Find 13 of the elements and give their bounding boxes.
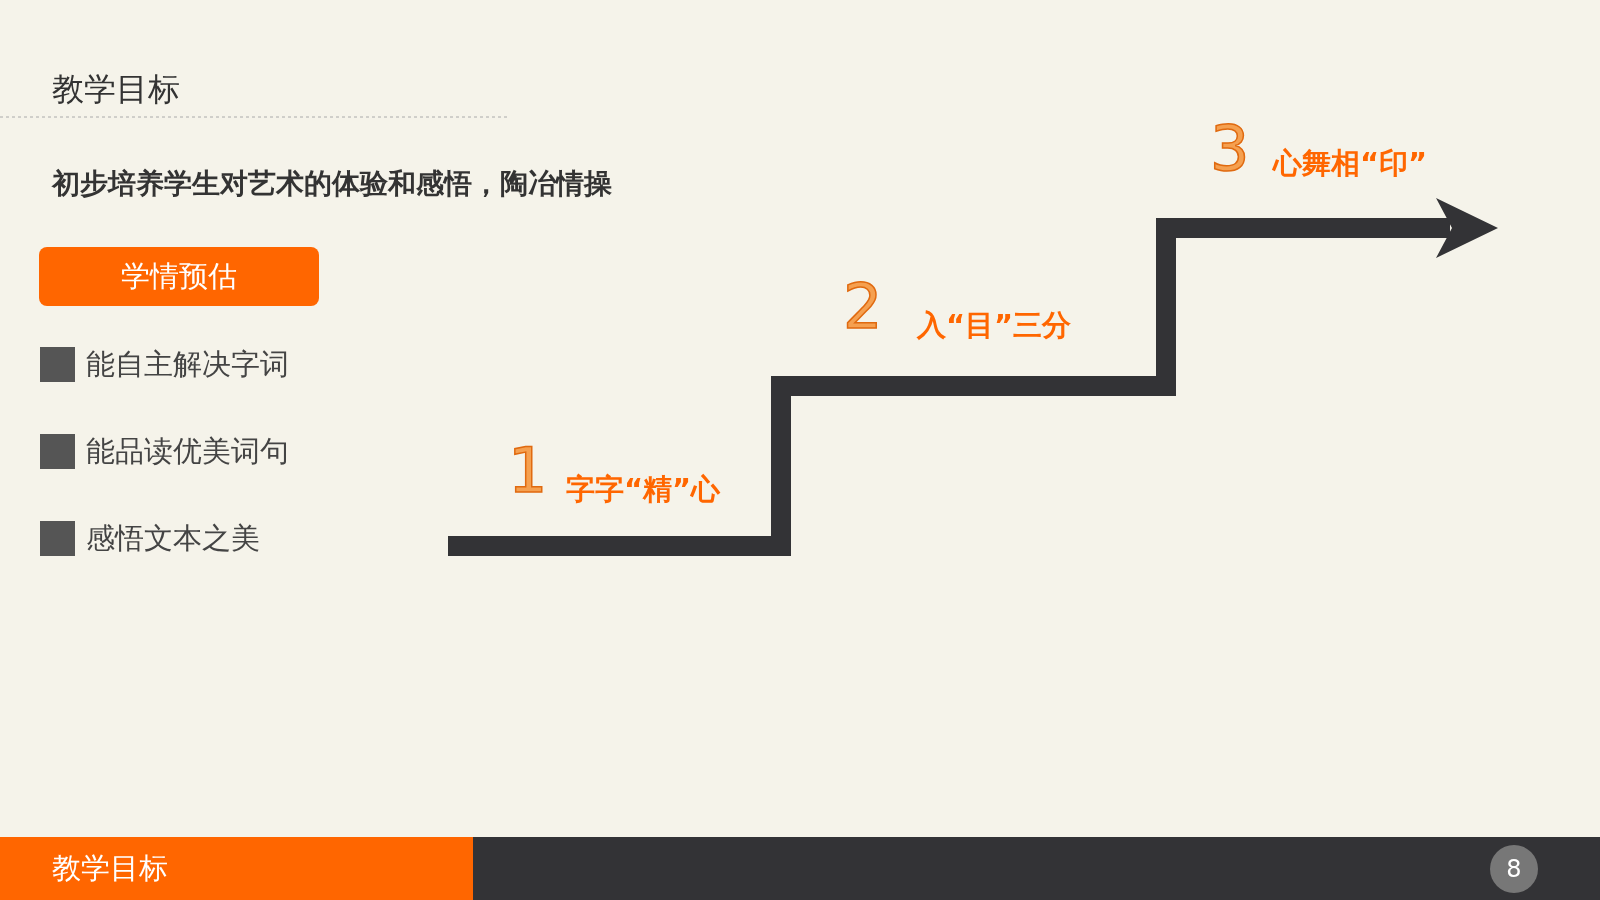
tag-button: 学情预估 (39, 247, 319, 306)
step-label: 字字“精”心 (566, 472, 721, 507)
step-label: 入“目”三分 (917, 308, 1072, 343)
bullet-text: 能自主解决字词 (86, 347, 289, 382)
bullet-text: 能品读优美词句 (86, 434, 289, 469)
step-label: 心舞相“印” (1273, 146, 1428, 181)
footer-tab: 教学目标 (0, 837, 473, 900)
bullet-text: 感悟文本之美 (86, 521, 260, 556)
subtitle: 初步培养学生对艺术的体验和感悟，陶冶情操 (52, 167, 612, 201)
step-number: 2 (843, 276, 883, 338)
step-number: 3 (1210, 118, 1250, 180)
step-number: 1 (508, 440, 548, 502)
title: 教学目标 (52, 69, 180, 110)
